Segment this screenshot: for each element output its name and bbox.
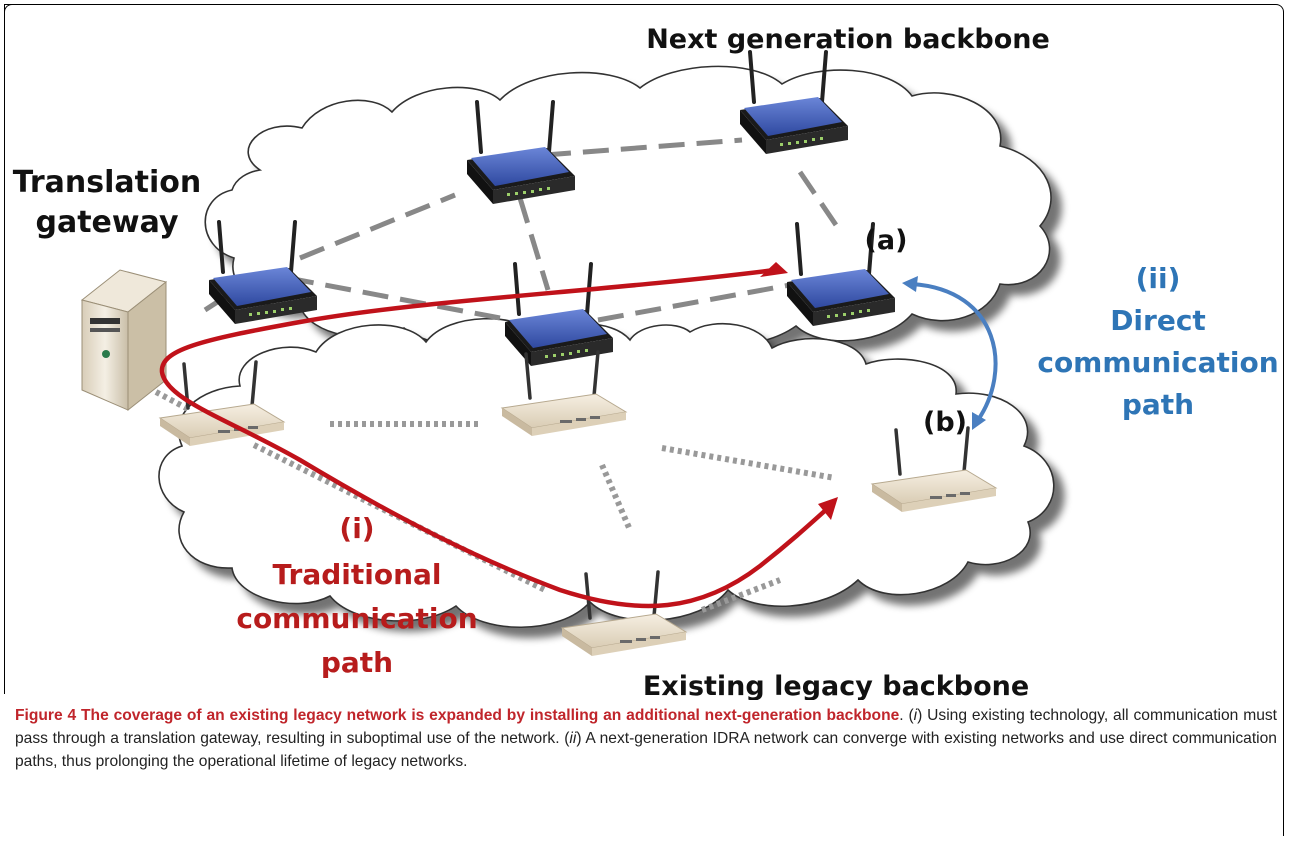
caption-ii: ii [569,730,577,747]
caption-text-3: ) A next-generation IDRA network can con… [15,730,1277,770]
traditional-arrowhead-bottom [818,497,838,520]
figure-frame-left [4,4,5,694]
node-b-label: (b) [923,407,967,438]
gateway-label-line1: Translation [13,165,202,200]
direct-arrowhead-top [902,276,918,292]
path-ii-line1: Direct [1110,304,1206,337]
legacy-title: Existing legacy backbone [643,671,1029,700]
direct-path-arrow [911,282,998,422]
network-diagram: Next generation backbone Existing legacy… [13,24,1279,700]
path-i-line2: communication [236,602,477,635]
path-ii-line2: communication [1037,346,1278,379]
next-gen-cloud [204,65,1052,349]
traditional-path-arrow [159,267,830,609]
path-i-line1: Traditional [272,558,441,591]
caption-text-2: ) Using existing technology, all communi… [15,707,1277,747]
traditional-arrowhead-top [760,262,788,277]
next-gen-title: Next generation backbone [646,24,1050,55]
figure-caption: Figure 4 The coverage of an existing leg… [15,704,1277,773]
caption-text-1: . ( [899,707,914,724]
figure-frame-corner [4,4,19,19]
node-a-label: (a) [865,225,908,256]
server-gateway-icon [80,269,168,412]
gateway-label-line2: gateway [36,205,179,240]
caption-title: Figure 4 The coverage of an existing leg… [15,707,900,724]
path-ii-number: (ii) [1136,262,1181,295]
caption-i: i [913,707,918,724]
path-i-number: (i) [339,512,374,545]
path-i-line3: path [321,646,393,679]
path-ii-line3: path [1122,388,1194,421]
figure-frame [4,4,1284,836]
direct-arrowhead-bottom [972,412,986,430]
